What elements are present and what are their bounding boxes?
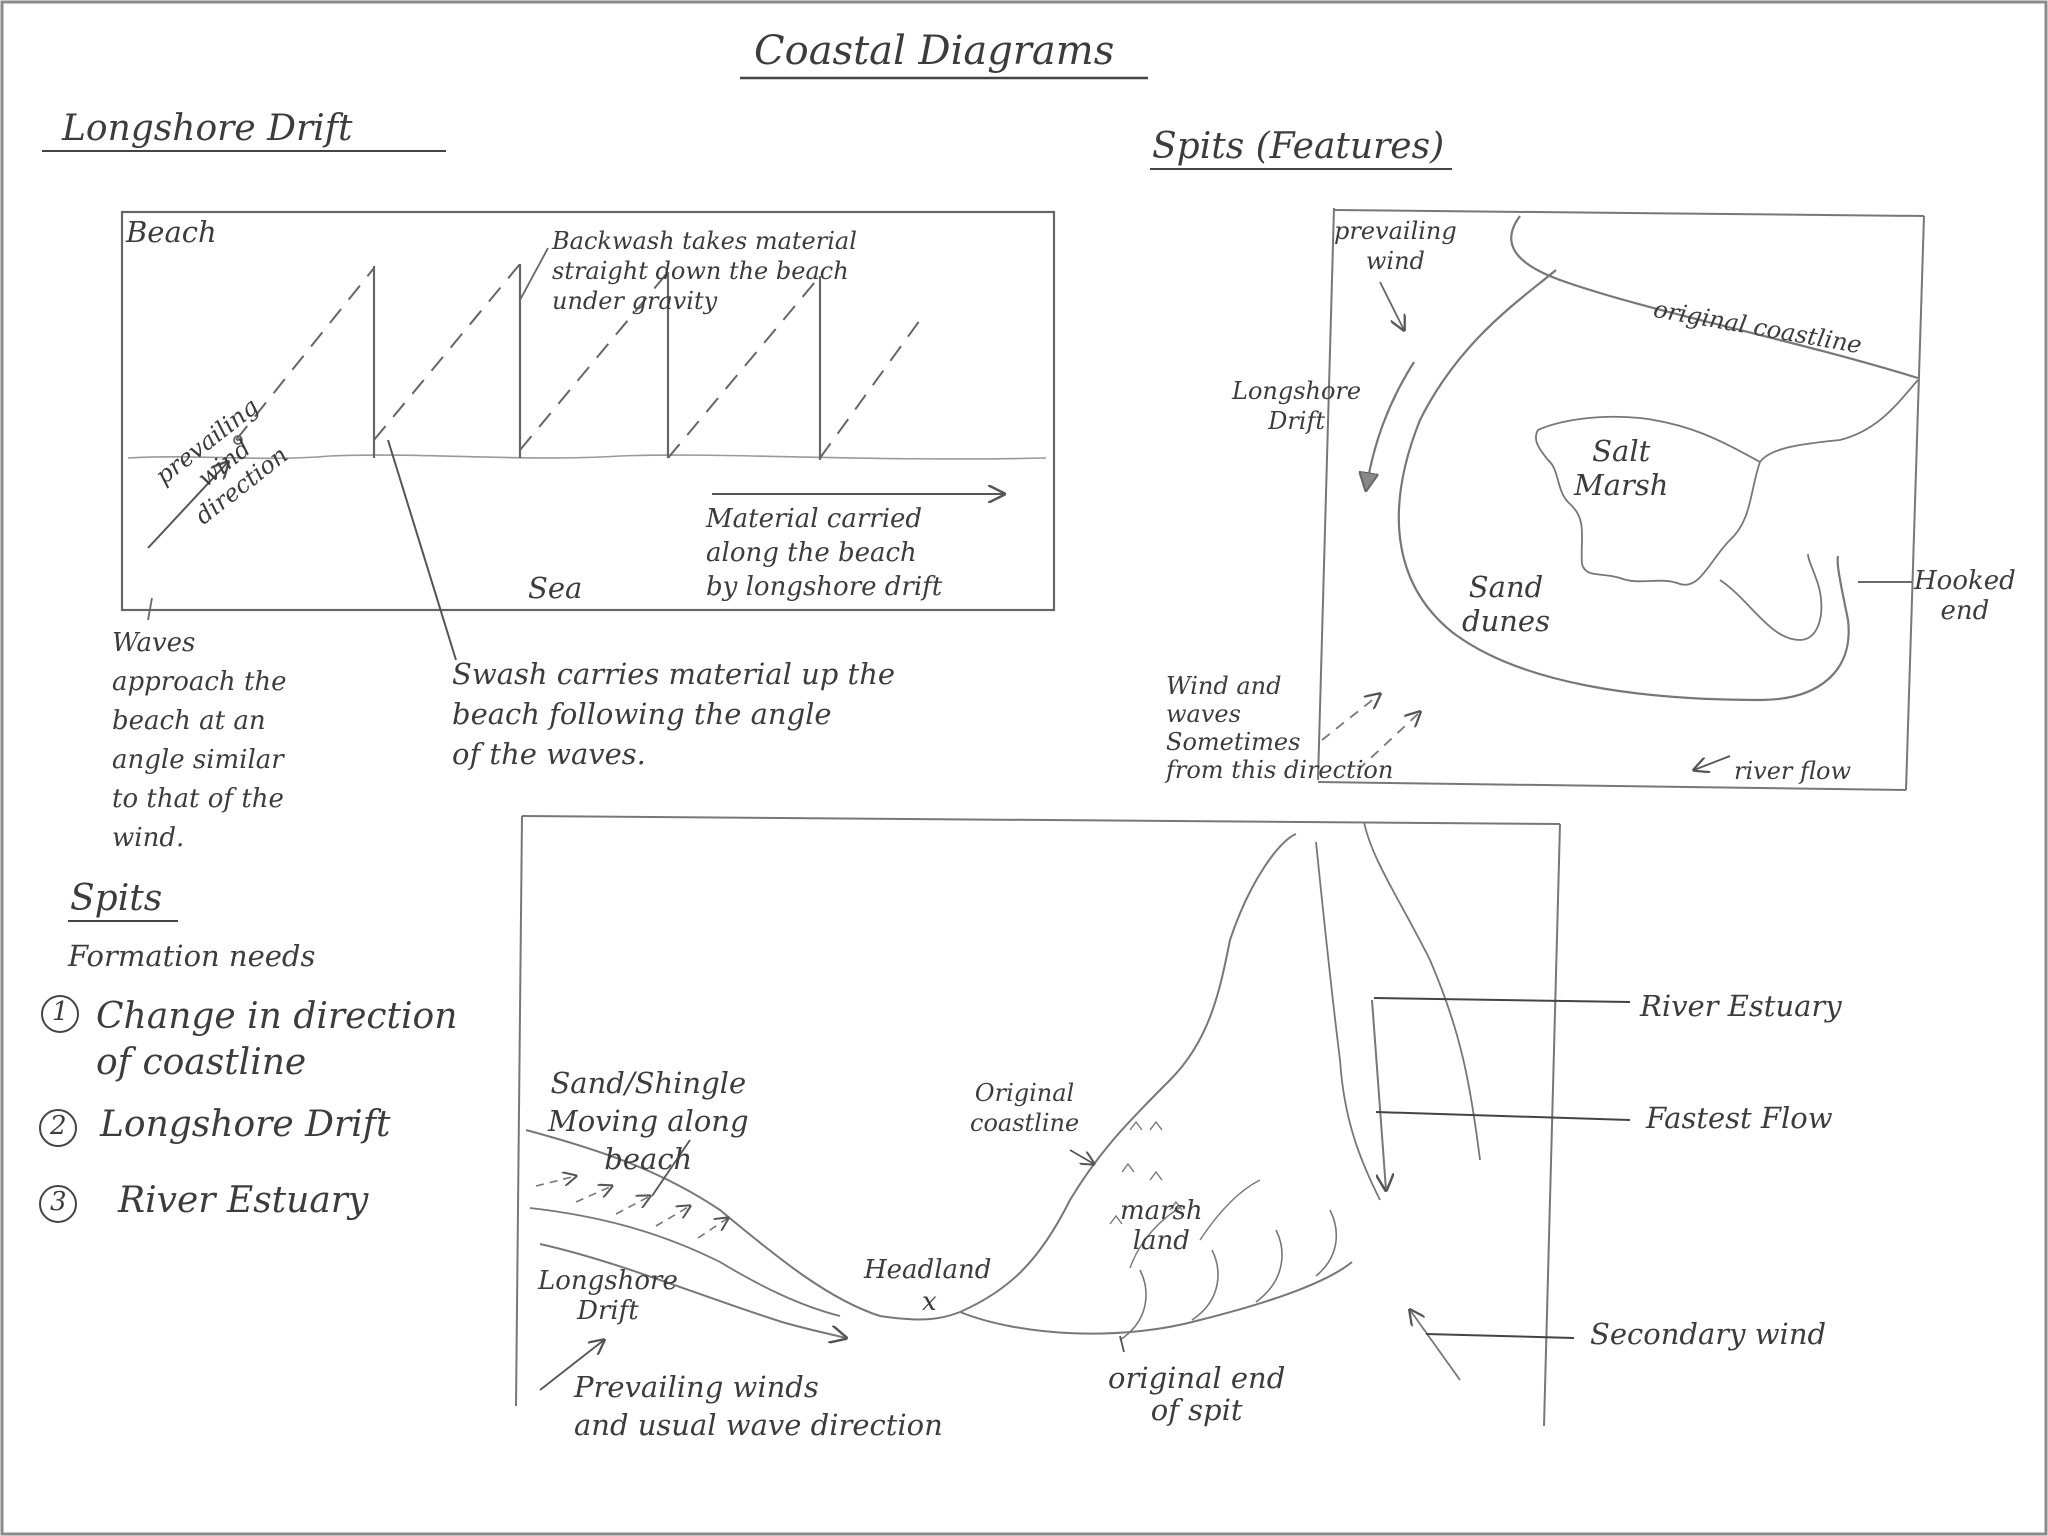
formation-original-coastline-label: Original coastline: [970, 1079, 1080, 1137]
sand-shingle-label: Sand/Shingle Moving along beach: [548, 1066, 749, 1176]
need-number-1: 1: [52, 997, 69, 1027]
river-flow-label: river flow: [1734, 757, 1852, 785]
headland-label: Headland: [864, 1255, 992, 1285]
longshore-heading-underline: [42, 150, 446, 152]
longshore-heading: Longshore Drift: [62, 108, 353, 149]
river-estuary-label: River Estuary: [1640, 989, 1842, 1023]
longshore-drift-diagram: [120, 210, 1056, 661]
spit-features-heading: Spits (Features): [1152, 126, 1445, 167]
backwash-label: Backwash takes material straight down th…: [552, 227, 857, 315]
salt-marsh-label: Salt Marsh: [1574, 434, 1669, 502]
spit-prevailing-wind-label: prevailing wind: [1334, 217, 1457, 275]
page-title: Coastal Diagrams: [754, 28, 1115, 74]
need-number-3: 3: [50, 1187, 67, 1217]
need-item-1: Change in direction of coastline: [96, 996, 458, 1083]
material-label: Material carried along the beach by long…: [706, 504, 943, 602]
spit-longshore-label: Longshore Drift: [1232, 377, 1362, 435]
waves-approach-note: Waves approach the beach at an angle sim…: [112, 628, 287, 853]
sand-dunes-label: Sand dunes: [1462, 570, 1550, 638]
prevailing-winds-label: Prevailing winds and usual wave directio…: [574, 1370, 943, 1442]
formation-needs-label: Formation needs: [68, 939, 316, 973]
numbered-circles: [39, 995, 79, 1223]
beach-label: Beach: [126, 215, 217, 249]
wind-waves-label: Wind and waves Sometimes from this direc…: [1166, 672, 1394, 784]
need-item-2: Longshore Drift: [100, 1104, 391, 1145]
need-item-3: River Estuary: [118, 1180, 369, 1221]
fastest-flow-label: Fastest Flow: [1646, 1101, 1833, 1135]
hooked-end-label: Hooked end: [1914, 566, 2016, 626]
sea-label: Sea: [528, 571, 583, 605]
spit-formation-diagram: [515, 815, 1631, 1427]
spit-features-diagram: [1317, 207, 1925, 791]
spit-features-heading-underline: [1150, 168, 1452, 170]
formation-longshore-label: Longshore Drift: [538, 1266, 678, 1326]
secondary-wind-label: Secondary wind: [1590, 1317, 1827, 1351]
spits-heading-underline: [68, 920, 178, 922]
headland-x-mark: x: [922, 1287, 937, 1317]
spits-heading: Spits: [70, 878, 163, 919]
marsh-land-label: marsh land: [1120, 1196, 1203, 1256]
original-end-of-spit-label: original end of spit: [1108, 1361, 1286, 1427]
need-number-2: 2: [50, 1111, 67, 1141]
swash-note: Swash carries material up the beach foll…: [452, 657, 896, 771]
